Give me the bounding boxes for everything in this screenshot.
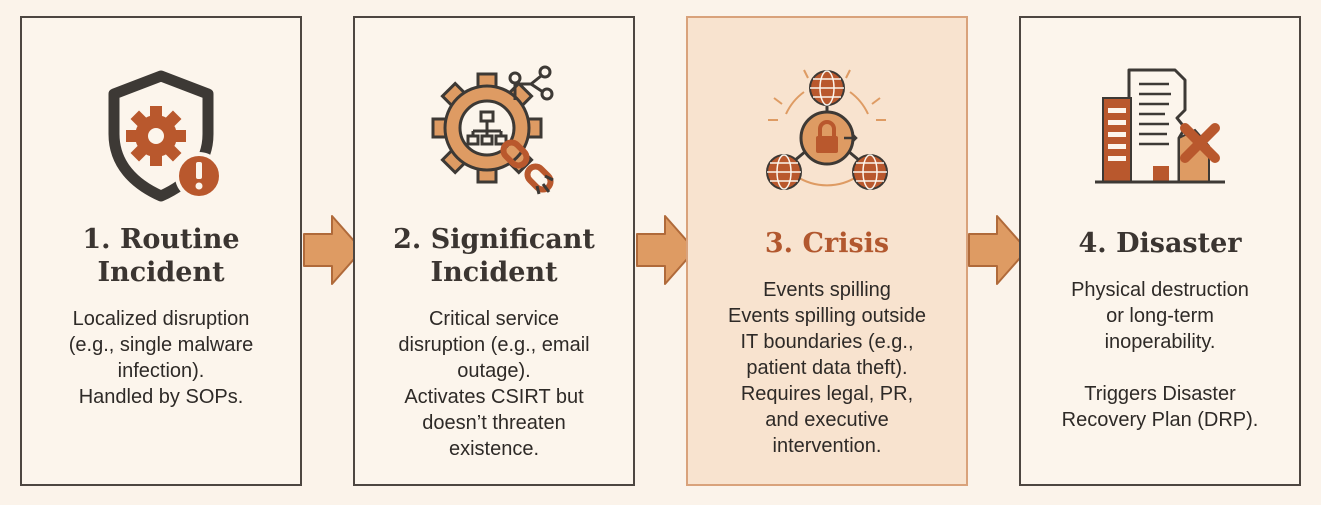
gear-network-broken-chain-icon [355,58,633,208]
description-line: patient data theft). [746,357,908,379]
stage-description: Physical destruction or long-term inoper… [1039,277,1281,433]
stage-card-crisis: 3. Crisis Events spilling Events spillin… [686,16,968,486]
description-line: IT boundaries (e.g., [740,331,914,353]
stage-card-significant: 2. Significant Incident Critical service… [353,16,635,486]
stage-title-line: 4. Disaster [1078,228,1242,259]
stage-description: Events spilling Events spilling outside … [706,277,948,459]
description-line: infection). [117,360,205,382]
description-line: Handled by SOPs. [78,386,244,408]
stage-title: 3. Crisis [698,227,956,260]
description-line: inoperability. [1104,331,1216,353]
description-line: outage). [457,360,531,382]
description-line: Triggers Disaster [1084,383,1236,405]
arrow-right-icon [303,215,363,285]
stage-description: Localized disruption (e.g., single malwa… [40,306,282,410]
stage-title-line: 2. Significant [393,224,595,255]
stage-title: 2. Significant Incident [365,223,623,289]
shield-gear-alert-icon [22,58,300,208]
stage-title: 1. Routine Incident [32,223,290,289]
stage-card-routine: 1. Routine Incident Localized disruption… [20,16,302,486]
description-line: Physical destruction [1071,279,1249,301]
stage-title: 4. Disaster [1031,227,1289,260]
collapsed-building-x-icon [1021,58,1299,208]
stage-title-line: 3. Crisis [764,228,890,259]
stage-title-line: 1. Routine [82,224,240,255]
description-line: existence. [448,438,540,460]
description-line: Events spilling outside [728,305,926,327]
description-line: or long-term [1106,305,1214,327]
description-line: Activates CSIRT but [404,386,584,408]
description-line [1039,355,1281,381]
description-line: disruption (e.g., email [398,334,590,356]
arrow-right-icon [968,215,1028,285]
description-line: and executive [765,409,889,431]
description-line: Critical service [428,308,560,330]
description-line: Requires legal, PR, [740,383,914,405]
description-line: Recovery Plan (DRP). [1061,409,1259,431]
lock-globe-network-icon [688,58,966,208]
stage-title-line: Incident [97,257,225,288]
description-line: Localized disruption [72,308,250,330]
stage-title-line: Incident [430,257,558,288]
stage-description: Critical service disruption (e.g., email… [373,306,615,462]
description-line: Events spilling [763,279,891,301]
description-line: doesn’t threaten [422,412,566,434]
description-line: (e.g., single malware [68,334,254,356]
arrow-right-icon [636,215,696,285]
description-line: intervention. [772,435,882,457]
stage-card-disaster: 4. Disaster Physical destruction or long… [1019,16,1301,486]
